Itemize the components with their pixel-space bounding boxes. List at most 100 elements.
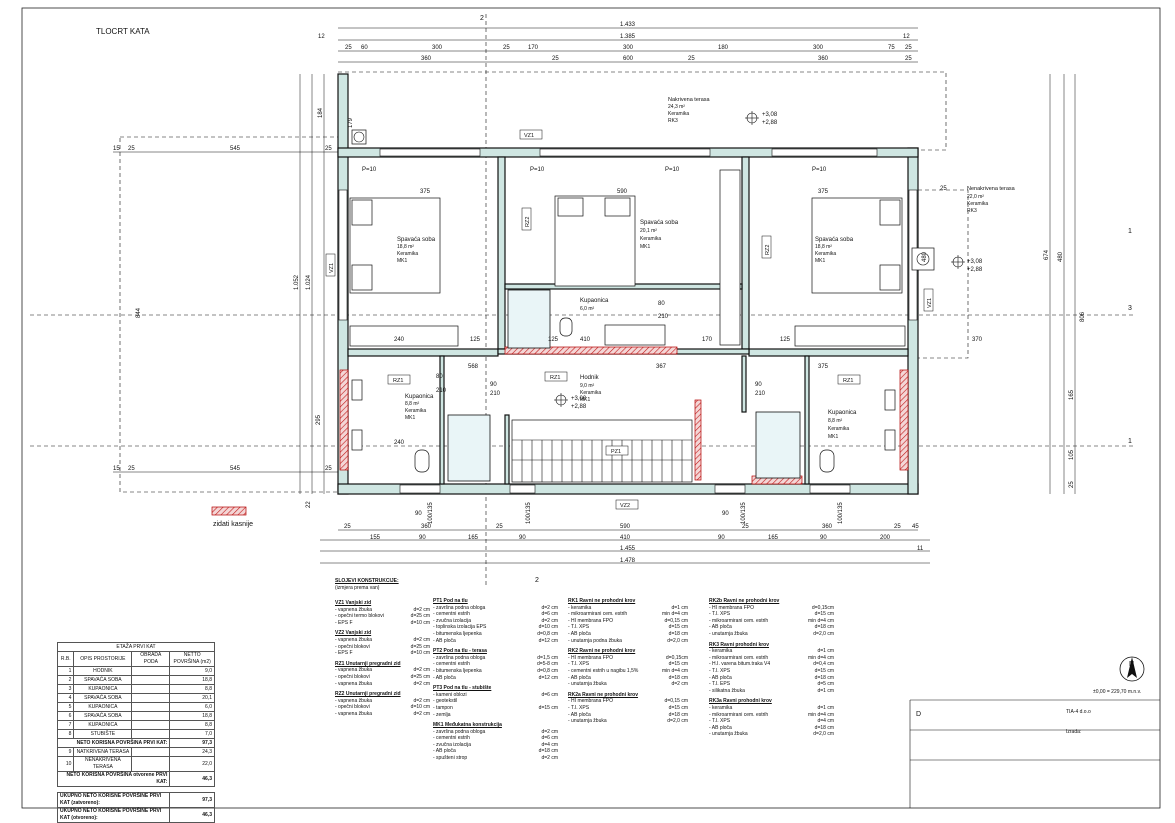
spec-layer: - unutarnja žbuka <box>709 731 748 738</box>
dim-60: 60 <box>361 45 368 51</box>
svg-text:+3,08: +3,08 <box>967 259 983 265</box>
spec-thickness: d=15 cm <box>814 667 834 674</box>
spec-layer: - tampon <box>433 704 453 711</box>
spec-layer: - geotekstil <box>433 698 458 705</box>
spec-thickness: d=2,0 cm <box>667 718 688 725</box>
spec-layer: - cementni estrih <box>433 661 470 668</box>
spec-thickness: d=12 cm <box>538 674 558 681</box>
dim-b-25d: 25 <box>894 524 901 530</box>
tag-rz1-mid: RZ1 <box>550 375 560 381</box>
table-cell: 18,8 <box>169 675 215 685</box>
spec-layer: - keramika <box>709 648 733 655</box>
spec-layer: - AB ploča <box>709 674 732 681</box>
dim-left-22: 22 <box>306 501 312 508</box>
spec-thickness: d=2 cm <box>413 636 430 643</box>
drawing-title: TLOCRT KATA <box>96 27 150 36</box>
table-cell <box>131 747 171 757</box>
spec-layer: - mikroarmirani cem. estrih <box>568 611 628 618</box>
svg-text:Nenakrivena terasa: Nenakrivena terasa <box>967 186 1016 192</box>
chimney-right <box>911 247 935 271</box>
room-terasa-nakrivena: Nakrivena terasa 24,3 m² Keramika RK3 <box>668 97 711 124</box>
table-cell: 6,0 <box>169 702 215 712</box>
spec-layer: - AB ploča <box>433 637 456 644</box>
spec-title: SLOJEVI KONSTRUKCIJE: <box>335 578 399 584</box>
dim-int-375a: 375 <box>420 189 431 195</box>
dim-25e: 25 <box>688 56 695 62</box>
dim-300a: 300 <box>432 45 443 51</box>
table-cell <box>131 729 171 739</box>
spec-heading: VZ2 Vanjski zid <box>335 630 372 637</box>
terrace-left-outline <box>119 136 339 493</box>
spec-row: - cementni estrih u nagibu 1,5%min d=4 c… <box>568 668 688 675</box>
elevation-ref: ±0,00 = 229,70 m.n.v. <box>1093 689 1141 695</box>
dim-int-window-b: 100/135 <box>526 502 532 524</box>
spec-layer: - vapnena žbuka <box>335 667 372 674</box>
table-cell: SPAVAĆA SOBA <box>73 693 133 703</box>
room-terasa-nenakrivena: Nenakrivena terasa 22,0 m² Keramika RK3 <box>967 186 1016 214</box>
spec-layer: - T.I. XPS <box>709 667 731 674</box>
spec-thickness: d=15 cm <box>668 661 688 668</box>
dim-25b: 25 <box>503 45 510 51</box>
spec-thickness: d=2,0 cm <box>813 731 834 738</box>
total2-label: UKUPNO NETO KORISNE POVRŠINE PRVI KAT (o… <box>56 807 171 823</box>
spec-thickness: d=18 cm <box>814 624 834 631</box>
room-kup-left: Kupaonica 8,8 m² Keramika MK1 <box>405 394 434 421</box>
dimensions-bottom: 25 360 25 590 25 360 25 45 155 90 165 90… <box>320 524 930 564</box>
table-cell: SPAVAĆA SOBA <box>73 711 133 721</box>
dim-b-360b: 360 <box>822 524 833 530</box>
spec-layer: - AB ploča <box>709 624 732 631</box>
svg-text:+2,88: +2,88 <box>571 404 587 410</box>
section-1-label: 1 <box>1128 438 1132 445</box>
table-cell <box>131 711 171 721</box>
svg-text:Keramika: Keramika <box>580 390 601 396</box>
dim-int-p10a: P=10 <box>362 167 377 173</box>
spec-layer: - vapnena žbuka <box>335 680 372 687</box>
spec-layer: - vapnena žbuka <box>335 710 372 717</box>
dim-int-window-c: 100/135 <box>741 502 747 524</box>
terrace-covered-outline <box>337 71 947 151</box>
bed-left <box>349 197 441 294</box>
spec-layer: - T.I. XPS <box>568 704 590 711</box>
spec-thickness: d=1 cm <box>671 604 688 611</box>
spec-layer: - HI membrana FPO <box>568 617 614 624</box>
table-cell: 2 <box>56 675 75 685</box>
spec-thickness: d=2 cm <box>541 728 558 735</box>
section-2-bottom: 2 <box>535 577 539 584</box>
dim-int-p10d: P=10 <box>812 167 827 173</box>
dim-left-25a: 25 <box>128 146 135 152</box>
spec-thickness: d=15 cm <box>814 611 834 618</box>
spec-layer: - T.I. XPS <box>709 611 731 618</box>
spec-column-4: RK2b Ravni ne prohodni krov- HI membrana… <box>709 598 834 742</box>
tag-pz1: PZ1 <box>611 449 621 455</box>
table-cell <box>131 666 171 676</box>
dim-right-480b: 480 <box>922 251 928 262</box>
room-kup-right: Kupaonica 8,8 m² Keramika MK1 <box>828 410 857 440</box>
spec-row: - T.I. XPS d=15 cm <box>709 668 834 675</box>
dim-b-90d: 90 <box>820 535 827 541</box>
spec-layer: - HI membrana FPO <box>568 654 614 661</box>
table-cell: KUPAONICA <box>73 684 133 694</box>
spec-thickness: d=1 cm <box>817 704 834 711</box>
spec-thickness: d=18 cm <box>668 711 688 718</box>
dim-b-11: 11 <box>917 546 924 552</box>
spec-thickness: d=6 cm <box>541 691 558 698</box>
spec-thickness: d=10 cm <box>410 704 430 711</box>
